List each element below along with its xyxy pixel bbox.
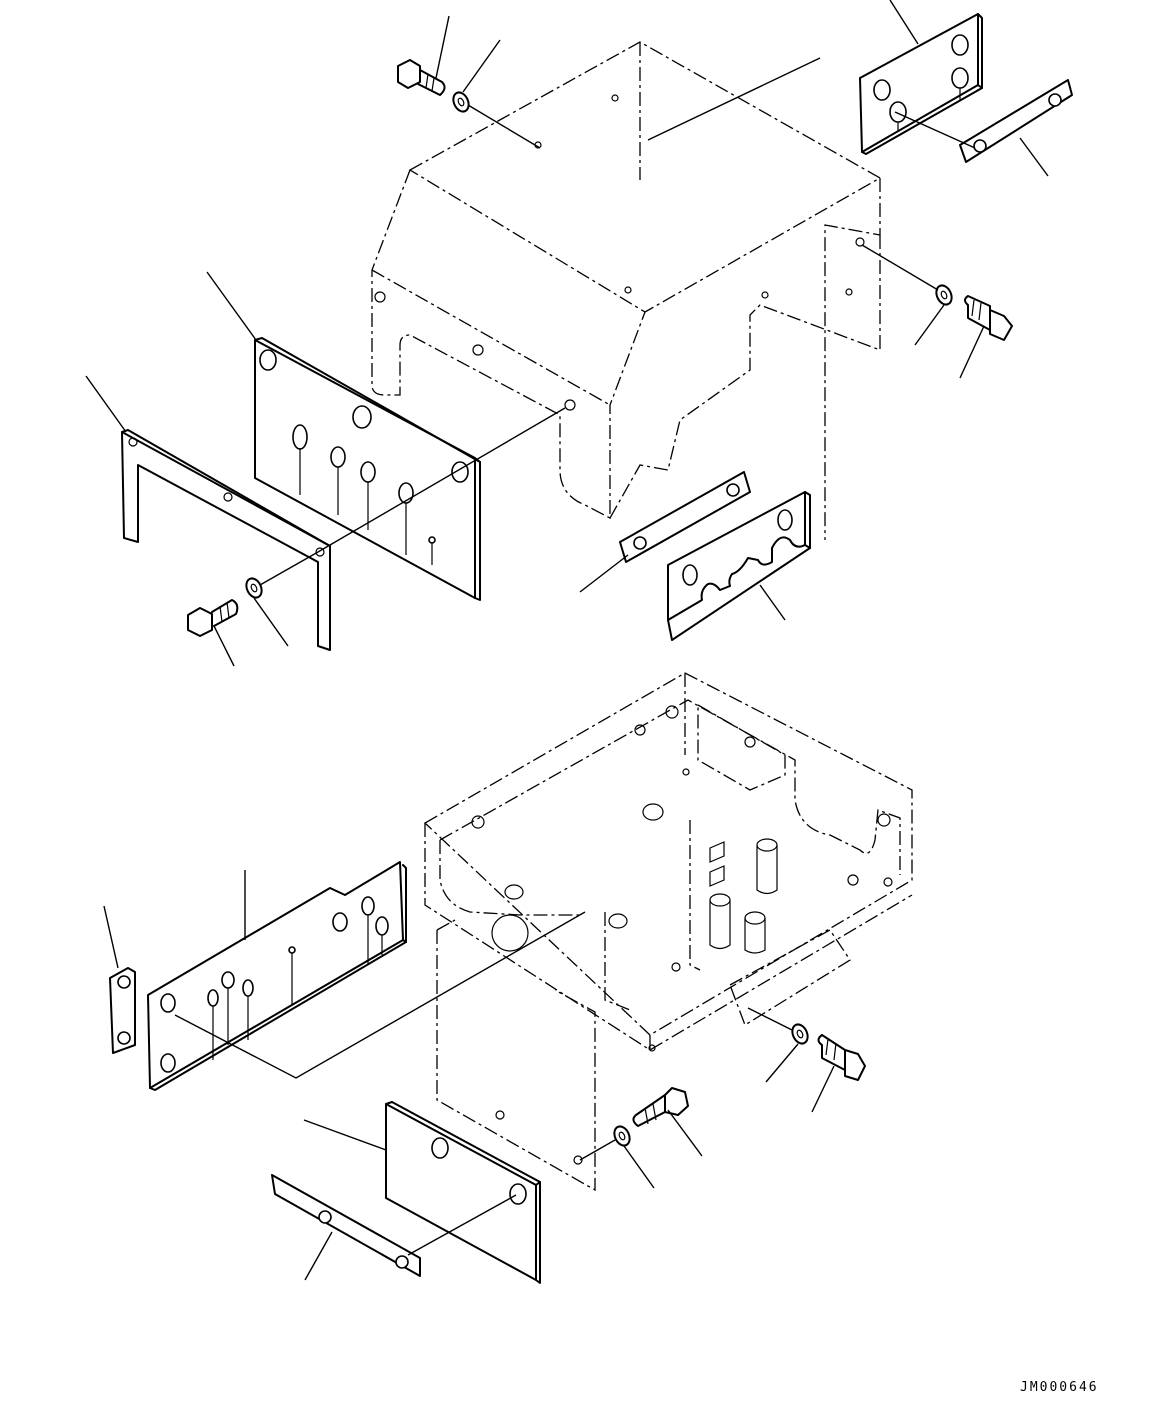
washer-top-left: [452, 91, 470, 113]
center-line-cover-top: [647, 57, 821, 141]
leader-strip-lower: [304, 1231, 333, 1281]
strip-top-right: [959, 79, 1073, 163]
upper-cover-phantom: [371, 41, 882, 540]
washer-lower-right: [791, 1023, 809, 1045]
drawing-code: JM000646: [1020, 1380, 1099, 1395]
strip-lower: [271, 1174, 421, 1277]
bolt-lower-right: [817, 1034, 866, 1081]
center-line-top: [467, 104, 541, 149]
leader-strip-top-right: [1019, 137, 1049, 177]
small-strip-lower-left: [109, 967, 136, 1054]
leader-cover-plate-left: [206, 271, 257, 341]
center-line-left-bolt: [259, 551, 319, 586]
bolt-top-left: [397, 59, 446, 96]
leader-bolt-right: [959, 325, 985, 379]
front-plate-lower: [385, 1101, 541, 1284]
leader-washer-right: [914, 304, 945, 346]
leader-washer-lower-middle: [623, 1145, 655, 1189]
leader-small-strip-lower-left: [103, 905, 119, 969]
leader-gasket-frame-left: [85, 375, 127, 433]
bolt-right: [964, 295, 1013, 341]
bolt-lower-middle: [632, 1087, 689, 1127]
leader-notched-plate: [759, 584, 786, 621]
center-line-left-plate: [317, 407, 566, 553]
leader-washer-left: [253, 597, 289, 647]
gasket-frame-left: [121, 429, 331, 651]
center-line-right: [861, 244, 939, 291]
strip-middle: [619, 471, 751, 563]
leader-washer-lower-right: [765, 1043, 799, 1083]
leader-strip-middle: [579, 554, 629, 593]
lower-box-phantom: [423, 672, 913, 1192]
washer-left: [245, 577, 263, 599]
leader-bolt-top-left: [435, 15, 450, 79]
leader-washer-top-left: [462, 39, 501, 93]
leader-plate-top-right: [889, 0, 919, 45]
notched-plate-middle: [667, 491, 811, 641]
long-plate-lower-left: [147, 861, 407, 1091]
leader-bolt-left: [213, 625, 235, 667]
center-line-lower-middle: [579, 1139, 616, 1161]
bolt-left: [187, 599, 239, 637]
center-line-top-right: [894, 111, 976, 149]
washer-right: [935, 284, 953, 306]
leader-bolt-lower-right: [811, 1065, 835, 1113]
washer-lower-middle: [613, 1125, 631, 1147]
leader-front-plate-lower: [303, 1119, 387, 1151]
center-line-lower-left: [174, 911, 586, 1079]
leader-bolt-lower-middle: [667, 1109, 703, 1157]
center-line-lower-front: [407, 1194, 517, 1256]
center-line-lower-right: [747, 1007, 793, 1031]
plate-top-right: [859, 13, 983, 155]
cover-plate-left: [254, 337, 481, 601]
